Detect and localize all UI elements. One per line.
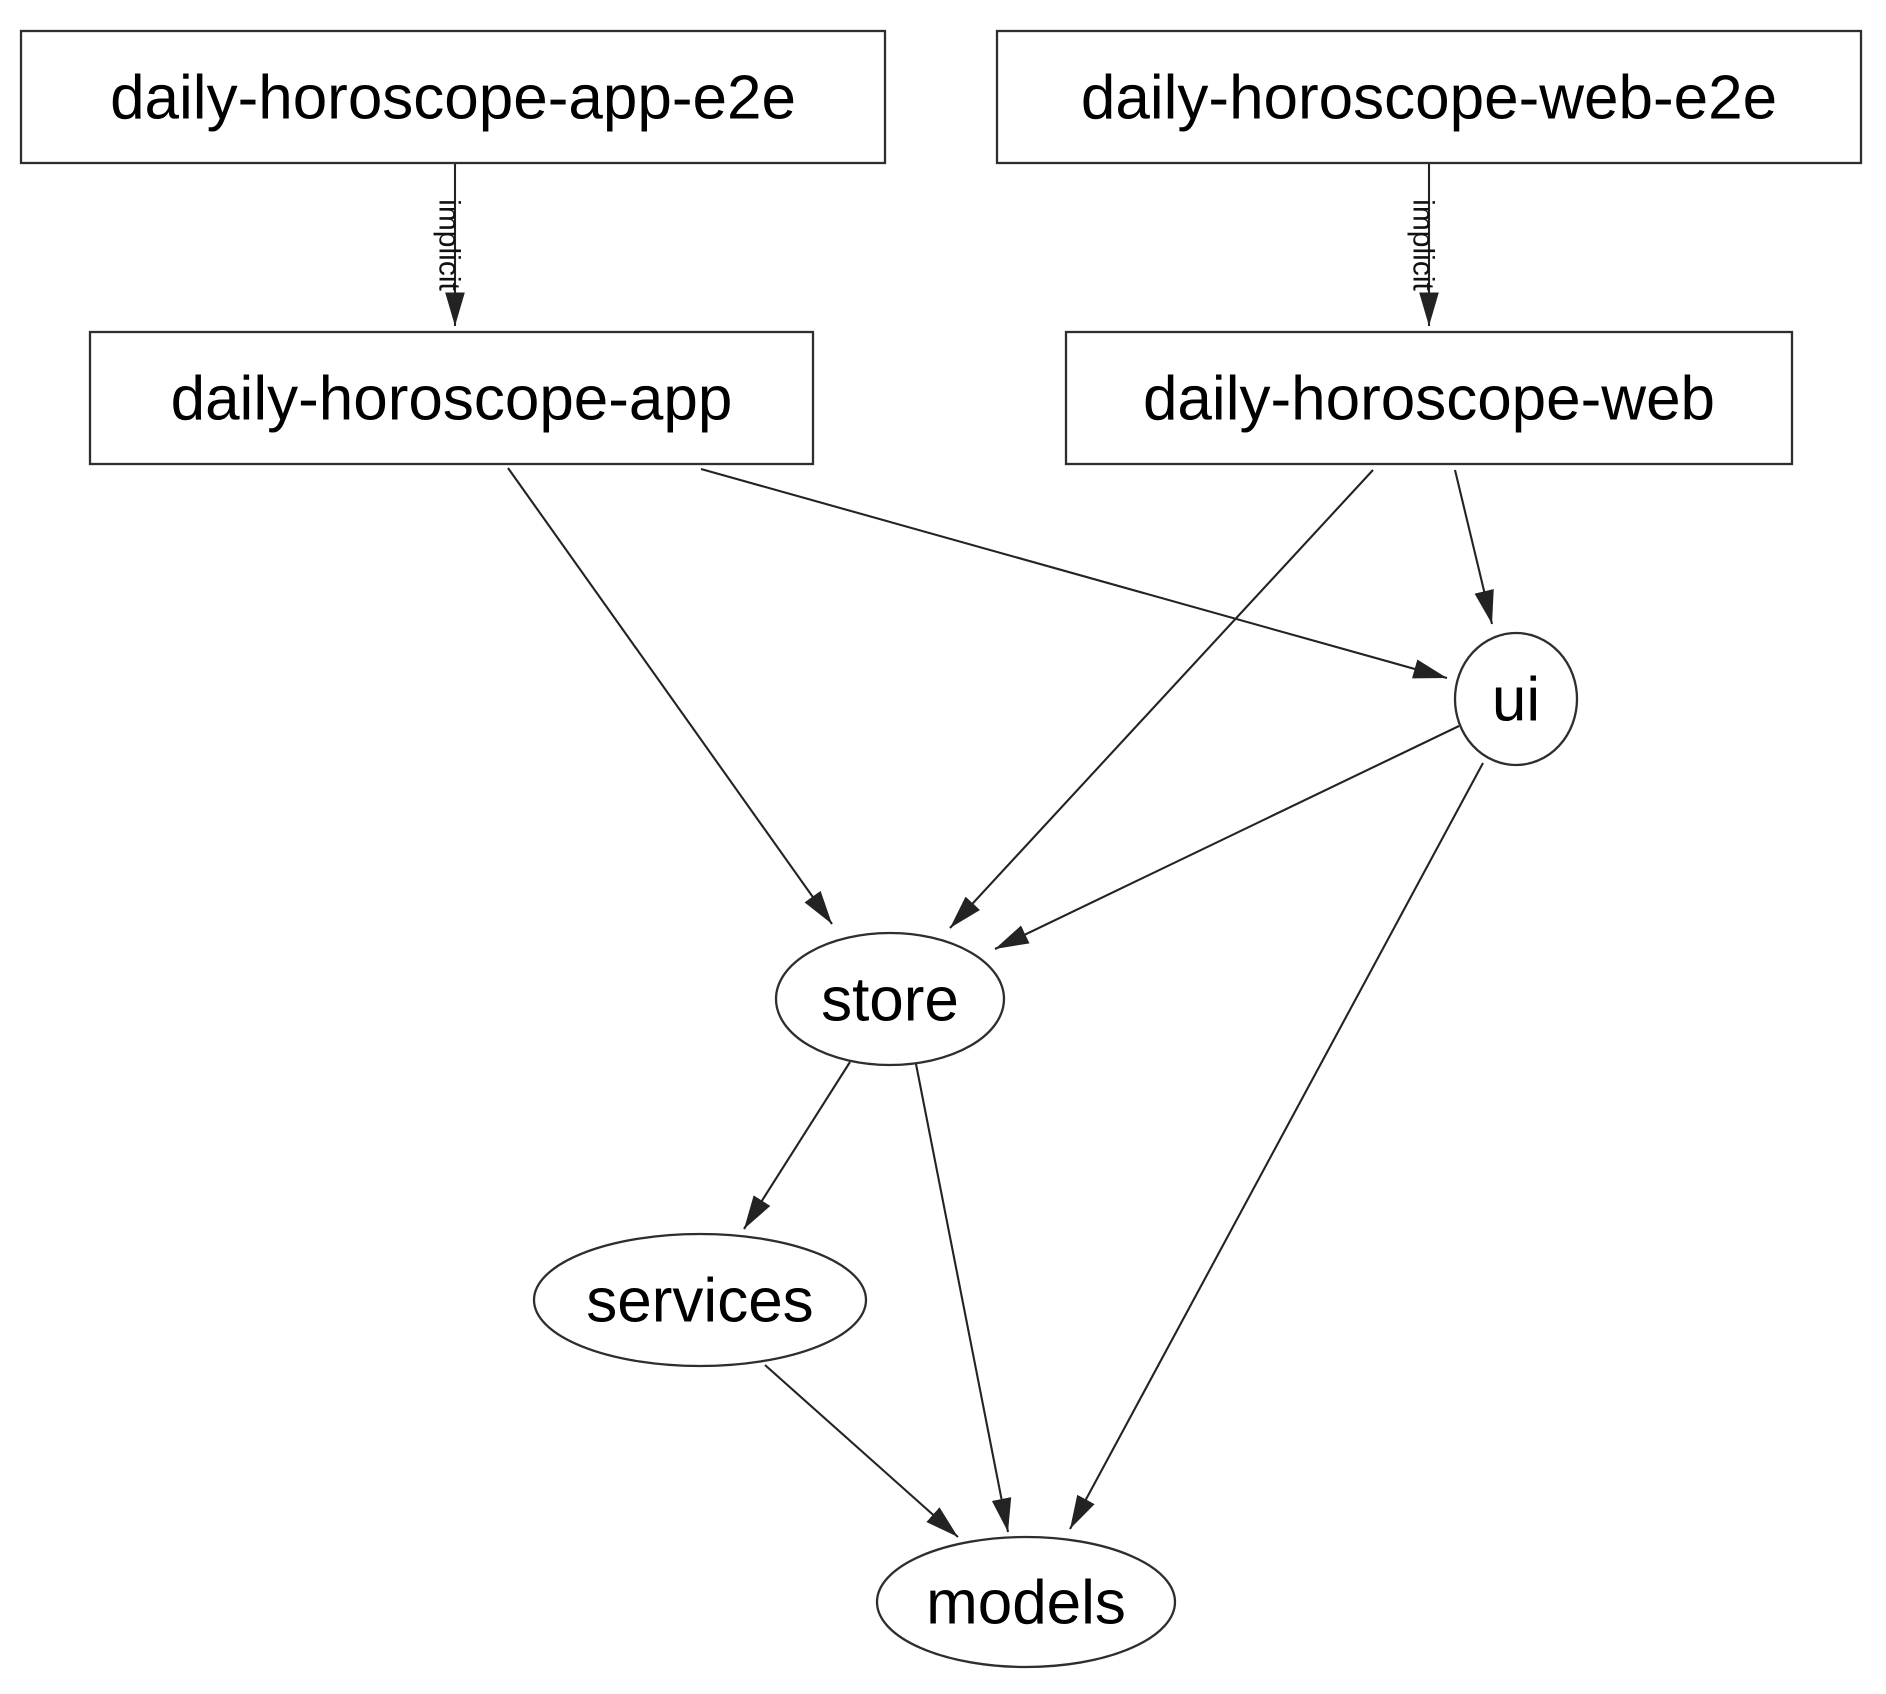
- node-daily-horoscope-web: [1064, 330, 1794, 466]
- node-store: [774, 931, 1006, 1067]
- edge-daily-horoscope-web-to-store: [949, 469, 1374, 929]
- edge-store-to-services: [743, 1061, 851, 1230]
- node-models: [875, 1535, 1177, 1669]
- edge-daily-horoscope-app-to-ui: [700, 467, 1448, 680]
- edge-ui-to-store: [994, 725, 1460, 950]
- node-store-label: store: [821, 966, 959, 1035]
- node-daily-horoscope-app-label: daily-horoscope-app: [171, 365, 733, 434]
- node-ui: [1453, 631, 1579, 767]
- edge-services-to-models: [764, 1364, 959, 1538]
- edge-ui-to-models: [1069, 762, 1484, 1530]
- edge-label-daily-horoscope-web-e2e: implicit: [1407, 199, 1440, 291]
- nodes-layer: daily-horoscope-app-e2e daily-horoscope-w…: [19, 29, 1863, 1669]
- edges-layer: implicit implicit: [433, 164, 1494, 1538]
- node-services: [532, 1232, 868, 1368]
- node-daily-horoscope-web-e2e: [995, 29, 1863, 165]
- edge-daily-horoscope-app-to-store: [507, 467, 833, 925]
- edge-store-to-models: [914, 1063, 1012, 1533]
- node-daily-horoscope-web-label: daily-horoscope-web: [1143, 365, 1715, 434]
- edge-daily-horoscope-web-to-ui: [1453, 469, 1494, 625]
- edge-label-daily-horoscope-app-e2e: implicit: [433, 199, 466, 291]
- node-daily-horoscope-web-e2e-label: daily-horoscope-web-e2e: [1081, 64, 1777, 133]
- node-models-label: models: [926, 1569, 1126, 1638]
- node-daily-horoscope-app-e2e-label: daily-horoscope-app-e2e: [110, 64, 796, 133]
- node-ui-label: ui: [1492, 666, 1540, 735]
- node-daily-horoscope-app: [88, 330, 815, 466]
- node-daily-horoscope-app-e2e: [19, 29, 887, 165]
- node-services-label: services: [586, 1267, 813, 1336]
